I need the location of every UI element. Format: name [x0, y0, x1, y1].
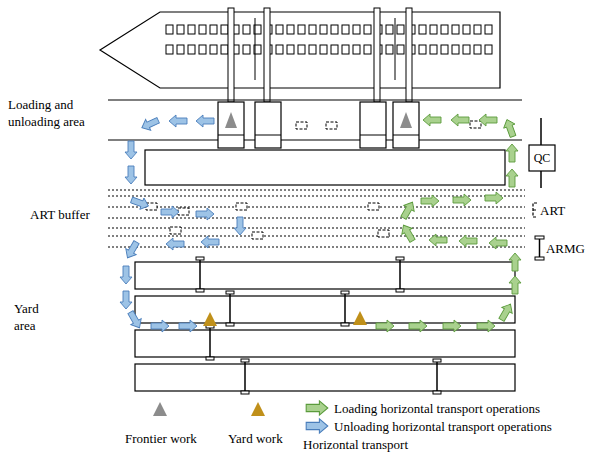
art-vehicle [252, 232, 263, 239]
transport-arrow [306, 401, 328, 415]
legend-triangle [153, 402, 167, 416]
transport-arrow [120, 266, 132, 284]
legend-text: Frontier work [125, 430, 197, 447]
art-vehicle [326, 122, 337, 129]
transport-arrow [459, 235, 477, 247]
transport-arrow [376, 320, 394, 332]
transport-arrow [398, 199, 417, 221]
transport-arrow [479, 114, 497, 126]
transport-arrow [429, 234, 447, 246]
transport-arrow [234, 217, 246, 235]
transport-arrow [509, 253, 521, 271]
area-label: ART buffer [30, 206, 90, 223]
transport-arrow [166, 238, 184, 250]
transport-arrow [501, 117, 518, 138]
legend-text: Yard work [228, 430, 283, 447]
transport-arrow [398, 222, 417, 244]
key-label: ART [540, 202, 565, 219]
transport-arrow [122, 239, 141, 261]
transport-arrow [496, 301, 515, 323]
area-label: Loading and unloading area [8, 96, 86, 130]
transport-arrow [453, 194, 471, 206]
transport-arrow [129, 194, 150, 211]
quay-crane [218, 102, 419, 148]
art-vehicle [368, 203, 379, 210]
transport-arrow [151, 320, 169, 332]
transport-arrow [485, 192, 503, 204]
area-label: Yard area [14, 300, 56, 334]
transport-arrow [506, 144, 518, 162]
art-vehicle [178, 208, 189, 215]
transport-arrow [409, 320, 427, 332]
yard-work-mark [203, 312, 217, 326]
transport-arrow [196, 115, 214, 127]
transport-arrow [161, 206, 179, 218]
art-vehicle [470, 121, 481, 128]
transport-arrow [125, 166, 137, 184]
transport-arrow [423, 114, 441, 126]
transport-arrow [125, 141, 137, 159]
key-label: QC [529, 150, 555, 167]
transport-arrow [179, 320, 197, 332]
art-vehicle [236, 203, 247, 210]
art-vehicle [378, 230, 389, 237]
transport-arrow [169, 115, 187, 127]
transport-arrow [125, 309, 144, 331]
ship-hull [100, 12, 500, 88]
transport-arrow [489, 237, 507, 249]
transport-arrow [506, 169, 518, 187]
art-vehicle [170, 227, 181, 234]
transport-arrow [477, 320, 495, 332]
transport-arrow [196, 208, 214, 220]
transport-arrow [443, 320, 461, 332]
legend-note: Horizontal transport [303, 436, 408, 453]
yard-work-mark [353, 311, 367, 325]
transport-arrow [451, 114, 469, 126]
transport-arrow [509, 276, 521, 294]
transport-arrow [306, 419, 328, 433]
legend-text: Loading horizontal transport operations [334, 400, 540, 417]
transport-arrow [421, 195, 439, 207]
art-vehicle [296, 122, 307, 129]
legend-text: Unloading horizontal transport operation… [334, 418, 552, 435]
transport-arrow [201, 236, 219, 248]
key-label: ARMG [546, 240, 585, 257]
legend-triangle [251, 402, 265, 416]
transport-arrow [139, 115, 160, 133]
transport-arrow [120, 291, 132, 309]
